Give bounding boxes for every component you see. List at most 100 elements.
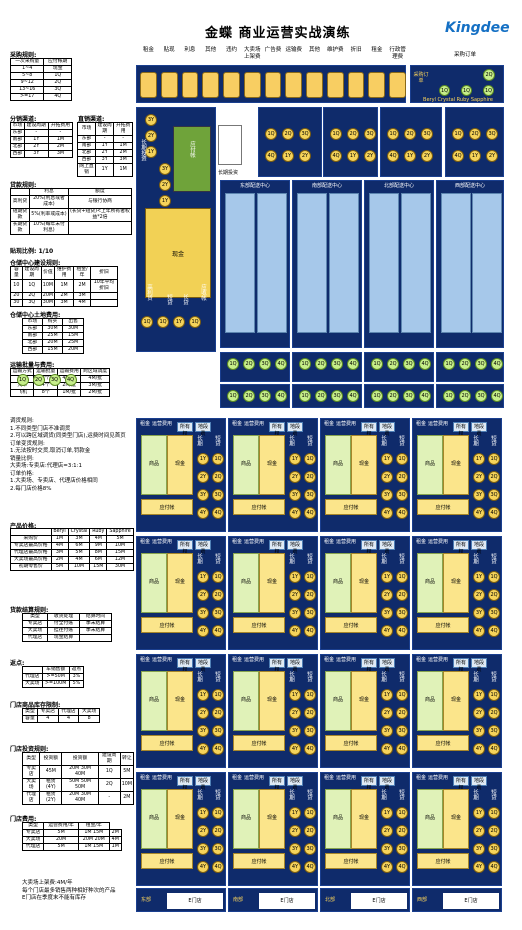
- region-circle[interactable]: 2Y: [364, 150, 376, 162]
- location-button[interactable]: 地段费: [195, 776, 211, 791]
- store-y-circle[interactable]: 4Y: [289, 625, 301, 637]
- store-y-circle[interactable]: 4Y: [473, 625, 485, 637]
- region-circle[interactable]: 3Q: [364, 128, 376, 140]
- store-y-circle[interactable]: 2Y: [289, 471, 301, 483]
- ownership-button[interactable]: 所有权: [269, 422, 285, 437]
- ownership-button[interactable]: 所有权: [269, 540, 285, 555]
- ownership-button[interactable]: 所有权: [177, 422, 193, 437]
- location-button[interactable]: 地段费: [287, 658, 303, 673]
- store-q-circle[interactable]: 2Q: [212, 707, 224, 719]
- store-q-circle[interactable]: 4Q: [396, 743, 408, 755]
- store-y-circle[interactable]: 4Y: [381, 625, 393, 637]
- store-q-circle[interactable]: 4Q: [488, 861, 500, 873]
- store-y-circle[interactable]: 1Y: [289, 453, 301, 465]
- transport-circle[interactable]: 2Q: [459, 358, 471, 370]
- store-y-circle[interactable]: 2Y: [381, 825, 393, 837]
- fee-slot-8[interactable]: [306, 72, 323, 98]
- store-q-circle[interactable]: 1Q: [488, 453, 500, 465]
- ownership-button[interactable]: 所有权: [453, 658, 469, 673]
- region-circle[interactable]: 3Q: [299, 128, 311, 140]
- store-y-circle[interactable]: 1Y: [381, 689, 393, 701]
- store-q-circle[interactable]: 1Q: [488, 807, 500, 819]
- q1-circle-a[interactable]: 1Q: [439, 85, 450, 96]
- region-circle[interactable]: 4Q: [265, 150, 277, 162]
- store-y-circle[interactable]: 2Y: [197, 589, 209, 601]
- region-circle[interactable]: 1Q: [330, 128, 342, 140]
- transport-circle[interactable]: 4Q: [347, 358, 359, 370]
- store-y-circle[interactable]: 2Y: [473, 471, 485, 483]
- store-y-circle[interactable]: 1Y: [381, 453, 393, 465]
- store-y-circle[interactable]: 2Y: [289, 707, 301, 719]
- ownership-button[interactable]: 所有权: [269, 776, 285, 791]
- store-y-circle[interactable]: 2Y: [473, 707, 485, 719]
- region-circle[interactable]: 2Y: [299, 150, 311, 162]
- location-button[interactable]: 地段费: [471, 776, 487, 791]
- store-y-circle[interactable]: 1Y: [381, 571, 393, 583]
- store-y-circle[interactable]: 3Y: [473, 607, 485, 619]
- location-button[interactable]: 地段费: [471, 422, 487, 437]
- transport-circle[interactable]: 1Q: [299, 390, 311, 402]
- location-button[interactable]: 地段费: [195, 540, 211, 555]
- transport-circle[interactable]: 4Q: [419, 358, 431, 370]
- store-q-circle[interactable]: 3Q: [396, 725, 408, 737]
- q1-circle-b[interactable]: 1Q: [461, 85, 472, 96]
- store-q-circle[interactable]: 3Q: [488, 489, 500, 501]
- store-y-circle[interactable]: 1Y: [197, 453, 209, 465]
- region-circle[interactable]: 4Q: [452, 150, 464, 162]
- region-circle[interactable]: 1Y: [404, 150, 416, 162]
- store-q-circle[interactable]: 3Q: [212, 489, 224, 501]
- store-q-circle[interactable]: 2Q: [488, 589, 500, 601]
- store-y-circle[interactable]: 2Y: [289, 589, 301, 601]
- ownership-button[interactable]: 所有权: [177, 540, 193, 555]
- transport-circle[interactable]: 4Q: [491, 390, 503, 402]
- location-button[interactable]: 地段费: [195, 658, 211, 673]
- store-y-circle[interactable]: 3Y: [473, 725, 485, 737]
- store-q-circle[interactable]: 2Q: [304, 825, 316, 837]
- store-q-circle[interactable]: 4Q: [488, 507, 500, 519]
- store-q-circle[interactable]: 4Q: [488, 625, 500, 637]
- fee-slot-10[interactable]: [347, 72, 365, 98]
- transport-circle[interactable]: 3Q: [403, 390, 415, 402]
- region-circle[interactable]: 4Q: [387, 150, 399, 162]
- store-y-circle[interactable]: 4Y: [473, 507, 485, 519]
- transport-circle[interactable]: 1Q: [227, 358, 239, 370]
- fee-slot-9[interactable]: [326, 72, 344, 98]
- fee-slot-7[interactable]: [285, 72, 303, 98]
- store-y-circle[interactable]: 2Y: [473, 825, 485, 837]
- store-q-circle[interactable]: 1Q: [304, 807, 316, 819]
- region-circle[interactable]: 2Y: [486, 150, 498, 162]
- store-y-circle[interactable]: 1Y: [381, 807, 393, 819]
- region-circle[interactable]: 3Q: [486, 128, 498, 140]
- store-q-circle[interactable]: 3Q: [488, 607, 500, 619]
- store-q-circle[interactable]: 1Q: [396, 689, 408, 701]
- store-y-circle[interactable]: 4Y: [197, 861, 209, 873]
- location-button[interactable]: 地段费: [379, 776, 395, 791]
- location-button[interactable]: 地段费: [287, 422, 303, 437]
- region-circle[interactable]: 2Q: [404, 128, 416, 140]
- store-q-circle[interactable]: 1Q: [488, 689, 500, 701]
- store-y-circle[interactable]: 4Y: [473, 743, 485, 755]
- ownership-button[interactable]: 所有权: [453, 776, 469, 791]
- transport-circle[interactable]: 3Q: [475, 358, 487, 370]
- transport-circle[interactable]: 3Q: [331, 390, 343, 402]
- location-button[interactable]: 地段费: [471, 540, 487, 555]
- store-q-circle[interactable]: 3Q: [488, 725, 500, 737]
- store-q-circle[interactable]: 3Q: [488, 843, 500, 855]
- store-y-circle[interactable]: 3Y: [289, 489, 301, 501]
- store-y-circle[interactable]: 1Y: [197, 689, 209, 701]
- store-q-circle[interactable]: 3Q: [304, 725, 316, 737]
- store-q-circle[interactable]: 1Q: [212, 689, 224, 701]
- transport-circle[interactable]: 1Q: [299, 358, 311, 370]
- store-q-circle[interactable]: 3Q: [396, 843, 408, 855]
- region-circle[interactable]: 1Y: [347, 150, 359, 162]
- transport-circle[interactable]: 1Q: [443, 390, 455, 402]
- region-circle[interactable]: 1Q: [265, 128, 277, 140]
- store-y-circle[interactable]: 3Y: [473, 843, 485, 855]
- store-q-circle[interactable]: 1Q: [212, 453, 224, 465]
- ownership-button[interactable]: 所有权: [361, 776, 377, 791]
- store-y-circle[interactable]: 4Y: [289, 507, 301, 519]
- fee-slot-11[interactable]: [368, 72, 386, 98]
- store-y-circle[interactable]: 2Y: [473, 589, 485, 601]
- store-y-circle[interactable]: 2Y: [289, 825, 301, 837]
- store-q-circle[interactable]: 2Q: [212, 825, 224, 837]
